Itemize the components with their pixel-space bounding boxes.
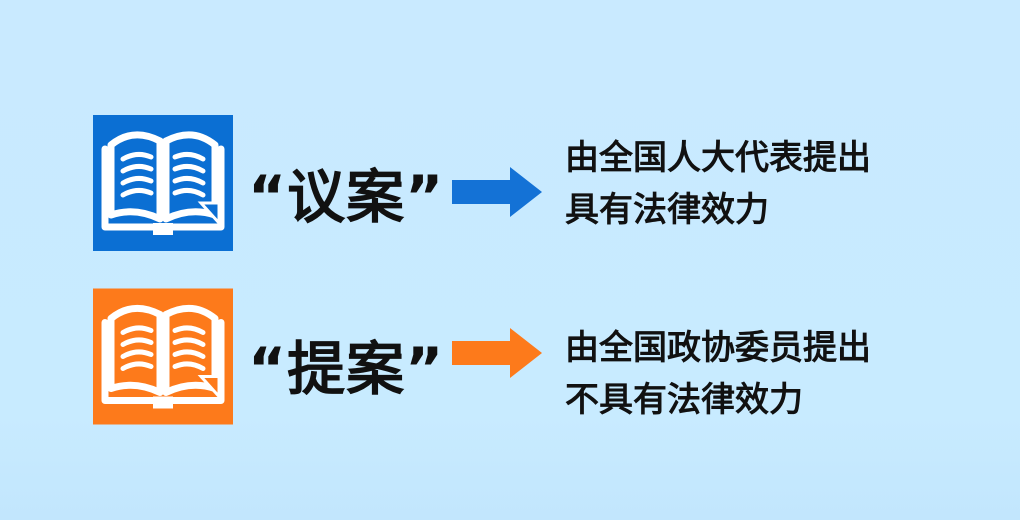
proposal-line-1: 由全国政协委员提出 (565, 328, 871, 368)
term-motion: “议案” (248, 163, 445, 231)
arrow-right-icon (452, 328, 542, 378)
open-book-icon (93, 115, 233, 251)
arrow-right-icon (452, 167, 542, 217)
motion-line-2: 具有法律效力 (565, 190, 769, 230)
motion-line-1: 由全国人大代表提出 (565, 138, 871, 178)
proposal-description: 由全国政协委员提出 不具有法律效力 (565, 322, 871, 426)
open-book-icon (93, 288, 233, 425)
motion-description: 由全国人大代表提出 具有法律效力 (565, 132, 871, 236)
proposal-line-2: 不具有法律效力 (565, 380, 803, 420)
term-proposal: “提案” (248, 335, 445, 403)
